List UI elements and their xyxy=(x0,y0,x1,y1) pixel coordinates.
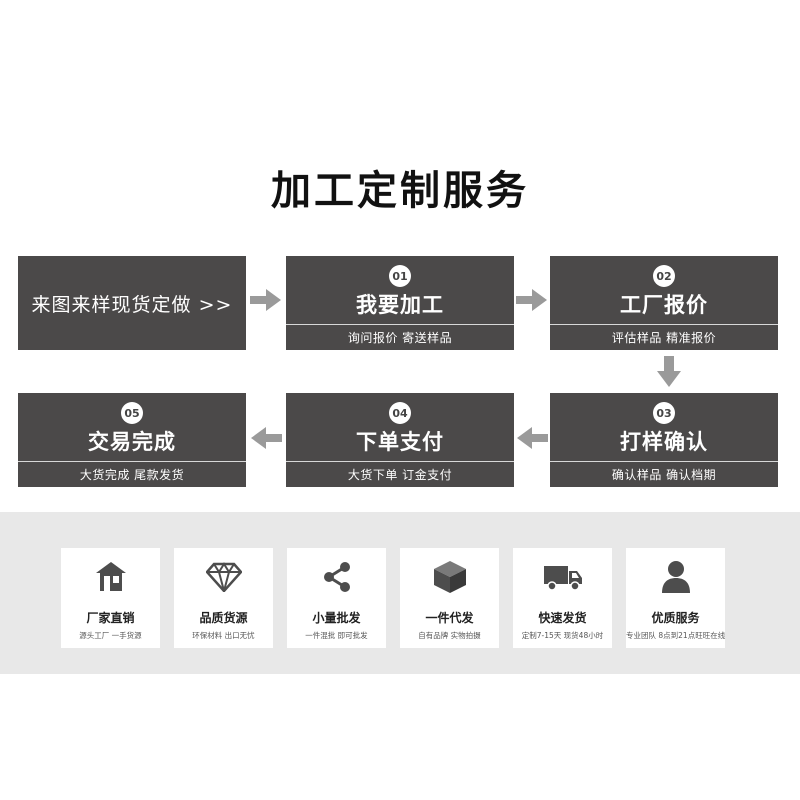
step-subtitle: 询问报价 寄送样品 xyxy=(347,331,453,345)
step-divider xyxy=(286,324,514,325)
factory-icon xyxy=(61,556,160,598)
feature-subtitle: 自有品牌 实物拍摄 xyxy=(418,631,481,640)
step-number-badge: 03 xyxy=(653,402,675,424)
diamond-icon xyxy=(174,556,273,598)
start-box-label: 来图来样现货定做 >> xyxy=(31,293,233,316)
step-title: 交易完成 xyxy=(88,430,176,454)
step-title: 我要加工 xyxy=(356,293,444,317)
feature-card-factory: 厂家直销 源头工厂 一手货源 xyxy=(61,548,160,648)
step-number-badge: 02 xyxy=(653,265,675,287)
step-box-02: 02 工厂报价 评估样品 精准报价 xyxy=(550,256,778,350)
share-icon xyxy=(287,556,386,598)
arrow-down-icon xyxy=(657,356,681,387)
feature-subtitle: 源头工厂 一手货源 xyxy=(79,631,142,640)
feature-title: 优质服务 xyxy=(651,611,700,625)
step-divider xyxy=(550,324,778,325)
step-subtitle: 大货完成 尾款发货 xyxy=(79,468,185,482)
feature-title: 小量批发 xyxy=(312,611,361,625)
step-number-badge: 04 xyxy=(389,402,411,424)
feature-subtitle: 定制7-15天 现货48小时 xyxy=(521,631,604,640)
step-title: 打样确认 xyxy=(620,430,708,454)
feature-card-dropship: 一件代发 自有品牌 实物拍摄 xyxy=(400,548,499,648)
step-title: 下单支付 xyxy=(356,430,444,454)
person-icon xyxy=(626,556,725,598)
feature-title: 一件代发 xyxy=(425,611,474,625)
feature-subtitle: 专业团队 8点到21点旺旺在线 xyxy=(626,631,726,640)
feature-title: 厂家直销 xyxy=(86,611,135,625)
step-box-01: 01 我要加工 询问报价 寄送样品 xyxy=(286,256,514,350)
step-box-04: 04 下单支付 大货下单 订金支付 xyxy=(286,393,514,487)
truck-icon xyxy=(513,556,612,598)
step-number-badge: 05 xyxy=(121,402,143,424)
step-divider xyxy=(550,461,778,462)
feature-title: 品质货源 xyxy=(199,611,248,625)
feature-card-quality: 品质货源 环保材料 出口无忧 xyxy=(174,548,273,648)
feature-card-wholesale: 小量批发 一件混批 即可批发 xyxy=(287,548,386,648)
arrow-right-icon xyxy=(516,289,547,311)
step-subtitle: 确认样品 确认档期 xyxy=(611,468,717,482)
step-number-badge: 01 xyxy=(389,265,411,287)
step-box-03: 03 打样确认 确认样品 确认档期 xyxy=(550,393,778,487)
feature-subtitle: 一件混批 即可批发 xyxy=(305,631,368,640)
feature-title: 快速发货 xyxy=(538,611,587,625)
feature-subtitle: 环保材料 出口无忧 xyxy=(192,631,255,640)
step-divider xyxy=(18,461,246,462)
start-box: 来图来样现货定做 >> xyxy=(18,256,246,350)
step-divider xyxy=(286,461,514,462)
feature-card-service: 优质服务 专业团队 8点到21点旺旺在线 xyxy=(626,548,725,648)
box-icon xyxy=(400,556,499,598)
step-subtitle: 大货下单 订金支付 xyxy=(347,468,453,482)
step-title: 工厂报价 xyxy=(620,293,708,317)
arrow-right-icon xyxy=(250,289,281,311)
arrow-left-icon xyxy=(251,427,282,449)
arrow-left-icon xyxy=(517,427,548,449)
step-subtitle: 评估样品 精准报价 xyxy=(611,331,717,345)
feature-card-shipping: 快速发货 定制7-15天 现货48小时 xyxy=(513,548,612,648)
page-title: 加工定制服务 xyxy=(271,168,529,214)
step-box-05: 05 交易完成 大货完成 尾款发货 xyxy=(18,393,246,487)
